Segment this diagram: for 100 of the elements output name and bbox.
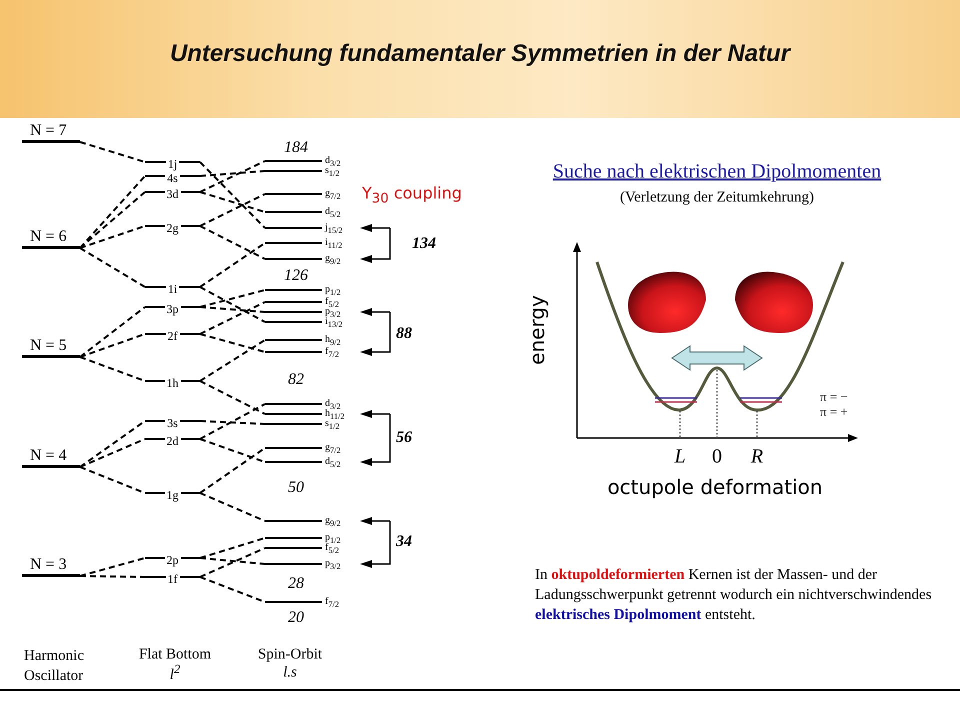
column-heading: l$^{2}$: [170, 662, 180, 684]
tick-label: 0: [712, 446, 722, 468]
dashed-connector: [80, 225, 146, 249]
level-label: f$_{7/2}$: [325, 597, 339, 610]
level-label: 2g: [164, 221, 180, 235]
dashed-connector: [200, 225, 266, 260]
level-label: i$_{11/2}$: [325, 238, 342, 251]
level-label: N = 5: [30, 337, 67, 355]
dashed-connector: [80, 557, 146, 577]
magic-number: 88: [396, 325, 412, 343]
magic-number: 20: [288, 609, 304, 627]
dashed-connector: [200, 301, 266, 335]
level-label: 3s: [165, 416, 180, 430]
dashed-connector: [200, 537, 266, 559]
dashed-connector: [80, 575, 146, 578]
dashed-connector: [200, 333, 266, 353]
subheading: (Verletzung der Zeitumkehrung): [620, 190, 814, 206]
level-label: i$_{13/2}$: [325, 317, 343, 330]
level-label: s$_{1/2}$: [325, 166, 340, 179]
level-label: s$_{1/2}$: [325, 419, 340, 432]
magic-number: 34: [396, 533, 412, 551]
level-label: p$_{1/2}$: [325, 533, 341, 545]
dashed-connector: [200, 306, 266, 313]
level-label: f$_{7/2}$: [325, 347, 339, 360]
magic-number: 184: [284, 139, 308, 157]
level-label: p$_{3/2}$: [325, 307, 341, 319]
dashed-connector: [79, 247, 146, 288]
dashed-connector: [79, 191, 146, 249]
parity-label: π = −: [820, 389, 848, 405]
dashed-connector: [200, 170, 266, 177]
energy-level: [22, 228, 80, 249]
magic-number: 82: [288, 371, 304, 389]
level-label: j$_{15/2}$: [325, 223, 343, 236]
level-label: g$_{7/2}$: [325, 189, 341, 202]
dashed-connector: [80, 333, 146, 358]
magic-number: 28: [288, 575, 304, 593]
tick-label: R: [750, 446, 764, 468]
dashed-connector: [80, 141, 146, 163]
level-label: g$_{7/2}$: [325, 443, 341, 456]
paragraph: In oktupoldeformierten Kernen ist der Massen- und der Ladungsschwerpunkt getrennt wodurch ein nichtverschwindendes elektrisches Dipolmoment entsteht.: [535, 566, 933, 625]
level-label: d$_{5/2}$: [325, 457, 341, 470]
level-label: 3p: [164, 302, 180, 316]
dashed-connector: [199, 447, 266, 494]
level-label: p$_{1/2}$: [325, 285, 341, 297]
level-label: f$_{5/2}$: [325, 297, 339, 309]
level-label: N = 4: [30, 447, 67, 465]
dashed-connector: [200, 160, 266, 193]
axis-label: energy: [525, 295, 549, 365]
column-heading: Harmonic Oscillator: [24, 647, 85, 686]
level-label: 4s: [165, 171, 180, 185]
dashed-connector: [200, 403, 266, 440]
energy-level: [22, 122, 80, 143]
column-heading: Spin-Orbit: [258, 646, 322, 664]
level-label: g$_{9/2}$: [325, 516, 341, 529]
annotation: Y$_{30}$ coupling: [362, 183, 462, 207]
dashed-connector: [79, 306, 146, 358]
section-heading: Suche nach elektrischen Dipolmomenten: [552, 160, 882, 184]
level-label: N = 6: [30, 228, 67, 246]
tick-label: L: [674, 446, 686, 468]
dashed-connector: [200, 557, 266, 565]
energy-level: [265, 409, 347, 419]
dashed-connector: [200, 289, 266, 308]
level-label: p$_{3/2}$: [325, 559, 341, 572]
level-label: 2p: [164, 553, 180, 567]
magic-number: 56: [396, 429, 412, 447]
dashed-connector: [199, 161, 266, 229]
axis-label: octupole deformation: [607, 475, 823, 499]
level-label: g$_{9/2}$: [325, 254, 341, 267]
level-label: f$_{5/2}$: [325, 543, 339, 556]
level-label: 3d: [164, 187, 180, 201]
level-label: d$_{5/2}$: [325, 207, 341, 220]
dashed-connector: [200, 438, 266, 463]
level-label: 1i: [166, 282, 180, 296]
energy-level: [22, 337, 80, 358]
level-label: h$_{9/2}$: [325, 335, 341, 347]
dashed-connector: [199, 242, 266, 288]
level-label: 1g: [164, 488, 180, 502]
dashed-connector: [200, 191, 266, 213]
dashed-connector: [79, 175, 146, 249]
column-heading: l.s: [283, 664, 297, 682]
slide-title: Untersuchung fundamentaler Symmetrien in der Natur: [168, 40, 792, 68]
magic-number: 50: [288, 479, 304, 497]
level-label: N = 3: [30, 556, 67, 574]
column-heading: Flat Bottom: [138, 646, 212, 664]
magic-number: 134: [412, 235, 436, 253]
dashed-connector: [200, 286, 266, 323]
level-label: 2f: [166, 329, 180, 343]
parity-label: π = +: [820, 404, 848, 420]
dashed-connector: [200, 492, 266, 522]
dashed-connector: [80, 438, 146, 468]
energy-level: [22, 556, 80, 577]
dashed-connector: [200, 380, 266, 415]
level-label: 1h: [164, 376, 180, 390]
magic-number: 126: [284, 267, 308, 285]
energy-level: [22, 447, 80, 468]
dashed-connector: [200, 420, 266, 425]
dashed-connector: [199, 339, 266, 382]
dashed-connector: [200, 547, 266, 578]
level-label: h$_{11/2}$: [325, 409, 344, 421]
level-label: 2d: [164, 434, 180, 448]
